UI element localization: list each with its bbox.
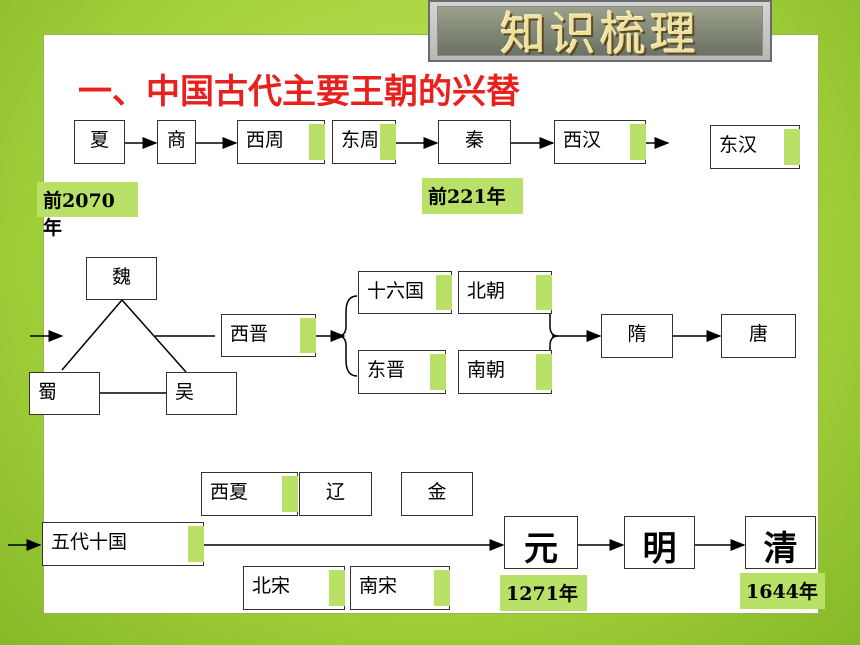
dynasty-wei: 魏 xyxy=(86,257,157,300)
dynasty-beichao: 北朝 xyxy=(458,271,552,314)
dynasty-wu: 吴 xyxy=(166,372,237,415)
year-qin: 前221年 xyxy=(422,178,523,214)
dynasty-qing: 清 xyxy=(745,516,816,569)
dynasty-donghan: 东汉 xyxy=(710,125,800,169)
dynasty-sui: 隋 xyxy=(601,314,673,358)
year-yuan: 1271年 xyxy=(500,575,587,611)
dynasty-yuan: 元 xyxy=(504,516,578,569)
dynasty-shiliuguo: 十六国 xyxy=(358,271,452,314)
dynasty-jin: 金 xyxy=(401,472,473,516)
dynasty-nanchao: 南朝 xyxy=(458,350,552,394)
dynasty-wudai: 五代十国 xyxy=(42,522,204,566)
dynasty-dongzhou: 东周 xyxy=(332,120,396,164)
dynasty-beisong: 北宋 xyxy=(243,566,345,610)
year-qing: 1644年 xyxy=(740,573,825,609)
section-heading: 一、中国古代主要王朝的兴替 xyxy=(78,72,520,112)
dynasty-shang: 商 xyxy=(157,120,196,164)
dynasty-liao: 辽 xyxy=(299,472,372,516)
dynasty-nansong: 南宋 xyxy=(350,566,450,610)
slide-title: 知识梳理 xyxy=(437,6,763,61)
dynasty-dongjin: 东晋 xyxy=(358,350,446,394)
dynasty-tang: 唐 xyxy=(721,314,796,358)
dynasty-xizhou: 西周 xyxy=(237,120,325,164)
dynasty-ming: 明 xyxy=(624,516,695,569)
dynasty-xia: 夏 xyxy=(74,120,125,164)
dynasty-xijin: 西晋 xyxy=(221,314,316,357)
year-xia: 前2070年 xyxy=(37,182,138,239)
dynasty-xihan: 西汉 xyxy=(554,120,646,164)
dynasty-shu: 蜀 xyxy=(29,372,100,415)
title-banner: 知识梳理 xyxy=(428,0,772,62)
dynasty-xixia: 西夏 xyxy=(201,472,298,516)
dynasty-qin: 秦 xyxy=(438,120,511,164)
